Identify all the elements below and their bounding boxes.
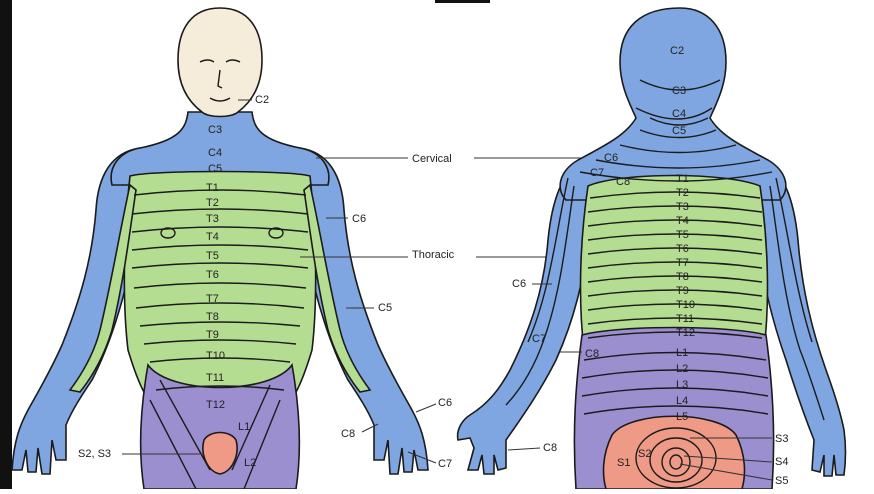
front-label-c8-hand: C8 [341,428,355,440]
back-figure [458,8,846,489]
back-label-c4: C4 [672,108,686,120]
back-label-l5: L5 [676,411,688,423]
back-label-c7-arm: C7 [532,333,546,345]
back-label-c3: C3 [672,85,686,97]
front-label-t6: T6 [206,269,219,281]
left-edge-bar [0,0,12,489]
back-label-t9: T9 [676,285,689,297]
front-label-t4: T4 [206,231,219,243]
back-label-t6: T6 [676,243,689,255]
top-edge-mark [435,0,490,3]
front-label-t7: T7 [206,293,219,305]
back-label-t1: T1 [676,173,689,185]
front-label-c7-hand: C7 [438,458,452,470]
back-label-s5: S5 [775,475,788,487]
back-label-t7: T7 [676,257,689,269]
front-label-c3: C3 [208,124,222,136]
front-label-c6-hand: C6 [438,397,452,409]
front-label-c5-arm: C5 [378,302,392,314]
back-label-c8-arm: C8 [585,348,599,360]
back-label-c8: C8 [616,176,630,188]
front-label-t9: T9 [206,329,219,341]
back-label-t4: T4 [676,215,689,227]
front-label-t12: T12 [206,399,225,411]
front-label-l2: L2 [244,457,256,469]
cervical-label: Cervical [412,153,452,165]
front-label-t8: T8 [206,311,219,323]
back-label-c6-arm: C6 [512,278,526,290]
front-figure [12,8,428,489]
front-label-t1: T1 [206,182,219,194]
back-left-arm [458,160,590,474]
back-label-l2: L2 [676,363,688,375]
back-thoracic-region [581,176,768,351]
back-label-c8-hand: C8 [543,442,557,454]
front-label-c2: C2 [255,94,269,106]
back-label-t10: T10 [676,299,695,311]
front-c6-hand-leader [416,404,436,412]
back-label-c6: C6 [604,152,618,164]
back-c8-hand-leader [508,448,540,450]
front-label-s2-s3: S2, S3 [78,448,111,460]
back-sacral-region [604,416,745,489]
front-label-l1: L1 [238,421,250,433]
front-label-c6-arm: C6 [352,213,366,225]
back-label-t2: T2 [676,187,689,199]
front-label-t2: T2 [206,197,219,209]
front-label-t11: T11 [206,372,224,384]
back-label-l4: L4 [676,395,688,407]
back-label-l3: L3 [676,379,688,391]
back-label-t8: T8 [676,271,689,283]
back-label-s4: S4 [775,456,788,468]
front-label-t5: T5 [206,250,219,262]
back-label-t3: T3 [676,201,689,213]
back-label-c5: C5 [672,125,686,137]
front-left-arm [12,148,140,474]
back-label-t11: T11 [676,313,694,325]
front-label-t3: T3 [206,213,219,225]
back-label-t5: T5 [676,229,689,241]
thoracic-label: Thoracic [412,249,455,261]
back-label-s1: S1 [617,457,630,469]
front-label-c4: C4 [208,147,222,159]
back-label-c7: C7 [590,167,604,179]
back-label-t12: T12 [676,327,695,339]
back-label-c2: C2 [670,45,684,57]
front-right-arm [300,148,428,474]
back-label-s3: S3 [775,433,788,445]
back-label-s2: S2 [638,448,651,460]
front-label-c5: C5 [208,163,222,175]
front-label-t10: T10 [206,350,225,362]
back-label-l1: L1 [676,347,688,359]
